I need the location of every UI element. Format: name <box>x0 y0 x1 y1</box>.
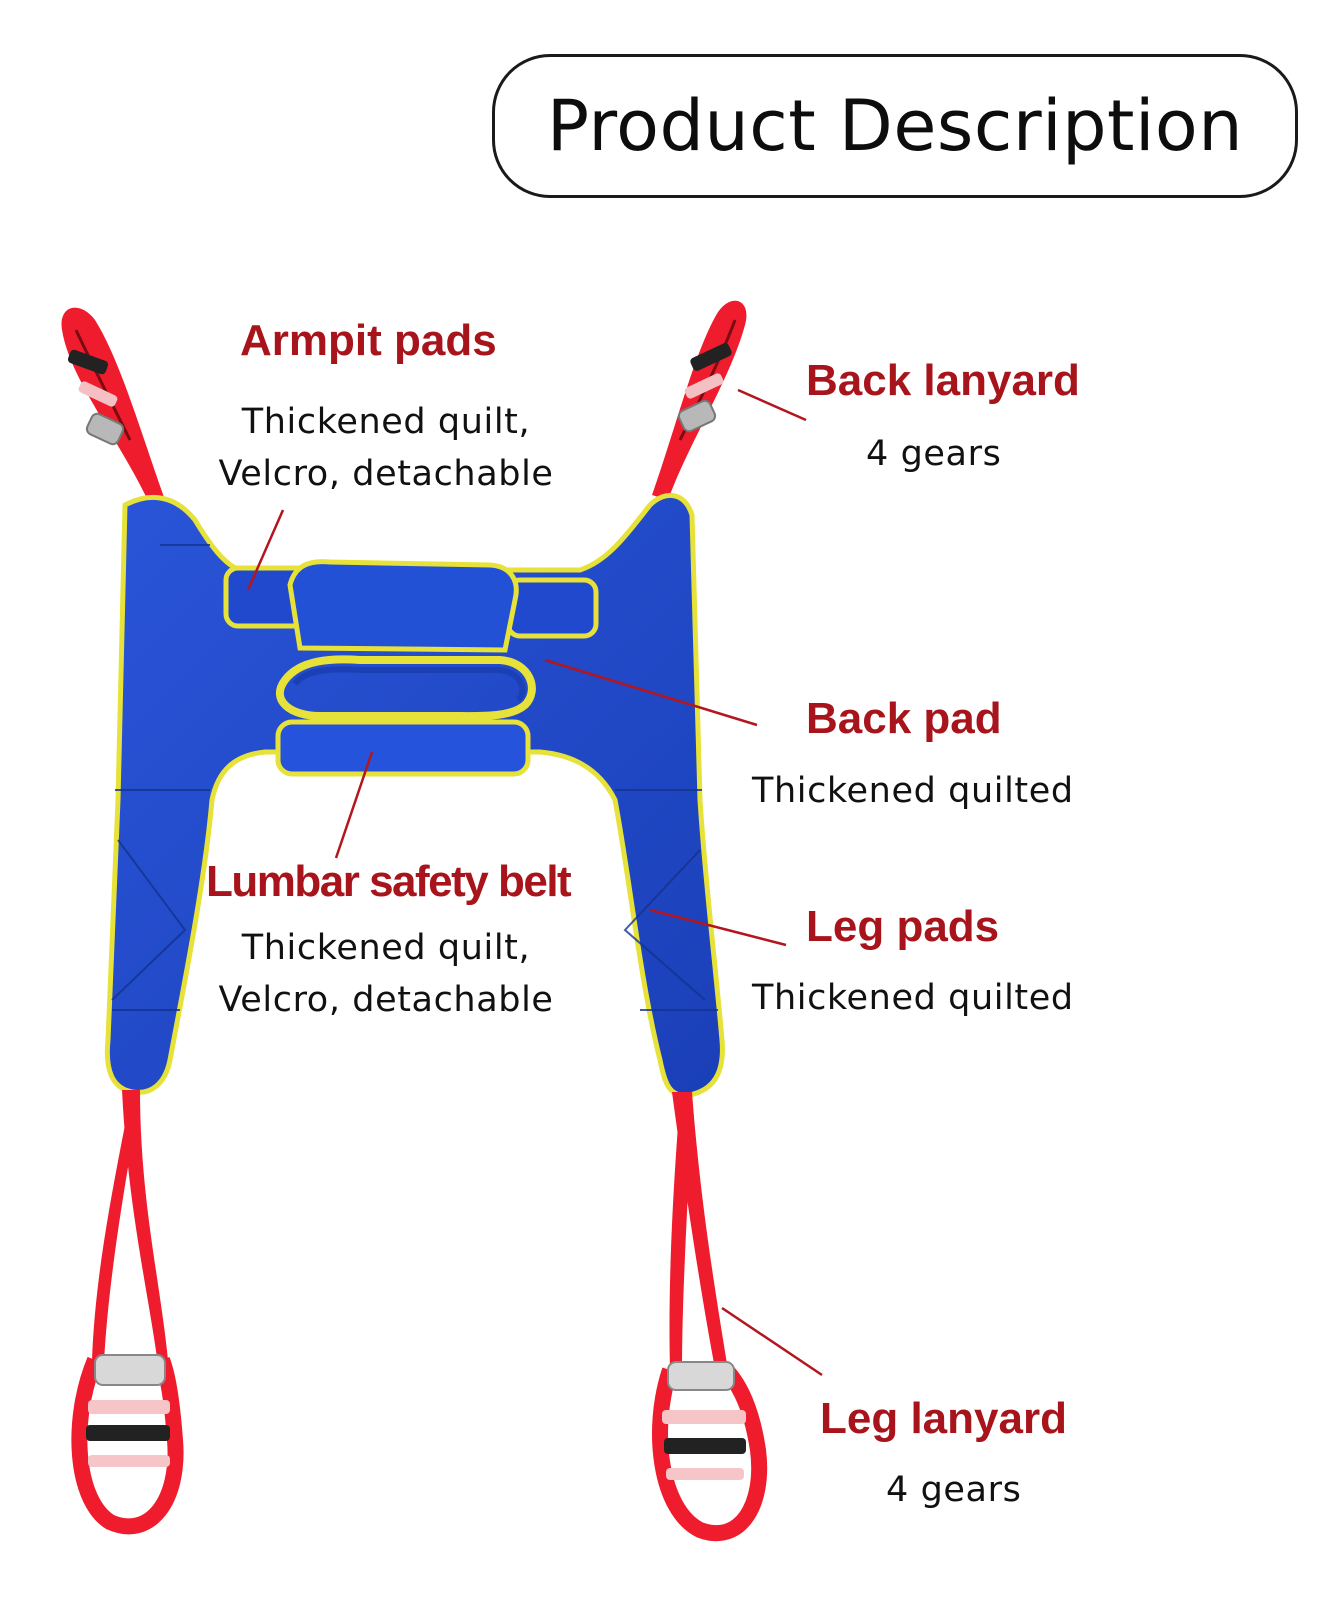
armpit-desc-line-1: Thickened quilt, <box>241 402 531 442</box>
leg-lanyard-label: Leg lanyard <box>820 1394 1067 1443</box>
armpit-desc-line-2: Velcro, detachable <box>218 454 554 494</box>
back-lanyard-label: Back lanyard <box>806 356 1080 405</box>
leg-pads-desc: Thickened quilted <box>752 978 1074 1018</box>
bottom-left-strap <box>71 1090 184 1535</box>
lumbar-belt-loop <box>275 655 536 721</box>
lumbar-desc-line-1: Thickened quilt, <box>241 928 531 968</box>
back-pad <box>287 559 519 653</box>
lumbar-belt-desc: Thickened quilt, Velcro, detachable <box>206 922 566 1026</box>
title-box: Product Description <box>492 54 1298 198</box>
leader-armpit <box>246 509 285 591</box>
armpit-pads-label: Armpit pads <box>240 316 497 365</box>
leader-lines <box>246 388 823 1377</box>
quilting-seams <box>111 544 718 1011</box>
bottom-right-strap <box>652 1092 768 1542</box>
leader-lumbar <box>334 751 374 859</box>
leader-leg-pads <box>649 908 787 947</box>
page-title: Product Description <box>546 85 1244 167</box>
sling-body <box>104 492 725 1098</box>
back-pad-desc: Thickened quilted <box>752 771 1074 811</box>
top-right-strap <box>652 300 747 500</box>
leader-back-lanyard <box>737 388 807 422</box>
armpit-pads-desc: Thickened quilt, Velcro, detachable <box>206 396 566 500</box>
lumbar-desc-line-2: Velcro, detachable <box>218 980 554 1020</box>
leader-leg-lanyard <box>721 1306 823 1377</box>
leader-back-pad <box>544 658 758 727</box>
leg-lanyard-desc: 4 gears <box>886 1470 1022 1510</box>
back-lanyard-desc: 4 gears <box>866 434 1002 474</box>
lumbar-belt-strap <box>275 719 531 777</box>
back-pad-label: Back pad <box>806 694 1002 743</box>
lumbar-belt-label: Lumbar safety belt <box>206 857 572 906</box>
armpit-pad-right <box>505 577 599 639</box>
leg-pads-label: Leg pads <box>806 902 1000 951</box>
top-left-strap <box>61 307 166 505</box>
